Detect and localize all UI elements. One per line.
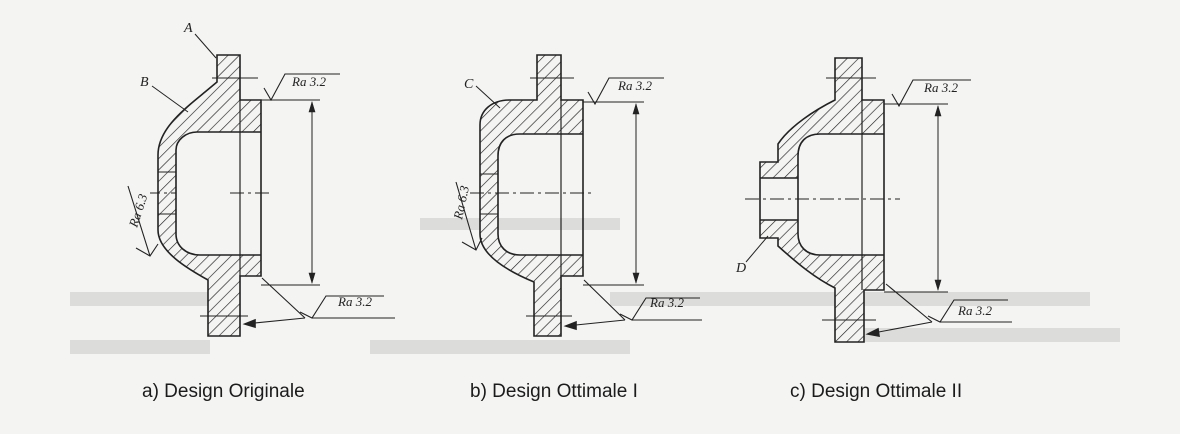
figure-b <box>455 54 702 337</box>
ra-bottom-c: Ra 3.2 <box>957 303 992 318</box>
caption-c: c) Design Ottimale II <box>790 381 963 402</box>
caption-b: b) Design Ottimale I <box>470 381 638 402</box>
ra-top-b: Ra 3.2 <box>617 78 652 93</box>
label-C: C <box>464 77 474 92</box>
figure-c <box>745 57 1012 343</box>
label-B: B <box>140 75 149 90</box>
ra-top-a: Ra 3.2 <box>291 74 326 89</box>
label-D: D <box>735 261 746 276</box>
ra-left-a: Ra 6.3 <box>125 192 150 230</box>
ra-left-b: Ra 6.3 <box>450 184 472 222</box>
figure-a <box>127 33 395 337</box>
ghost-background <box>70 218 1120 354</box>
part-section-c <box>759 57 885 343</box>
ra-bottom-a: Ra 3.2 <box>337 294 372 309</box>
part-section-b <box>479 54 584 337</box>
caption-a: a) Design Originale <box>142 381 305 402</box>
label-A: A <box>183 21 193 36</box>
ra-top-c: Ra 3.2 <box>923 80 958 95</box>
ra-bottom-b: Ra 3.2 <box>649 295 684 310</box>
